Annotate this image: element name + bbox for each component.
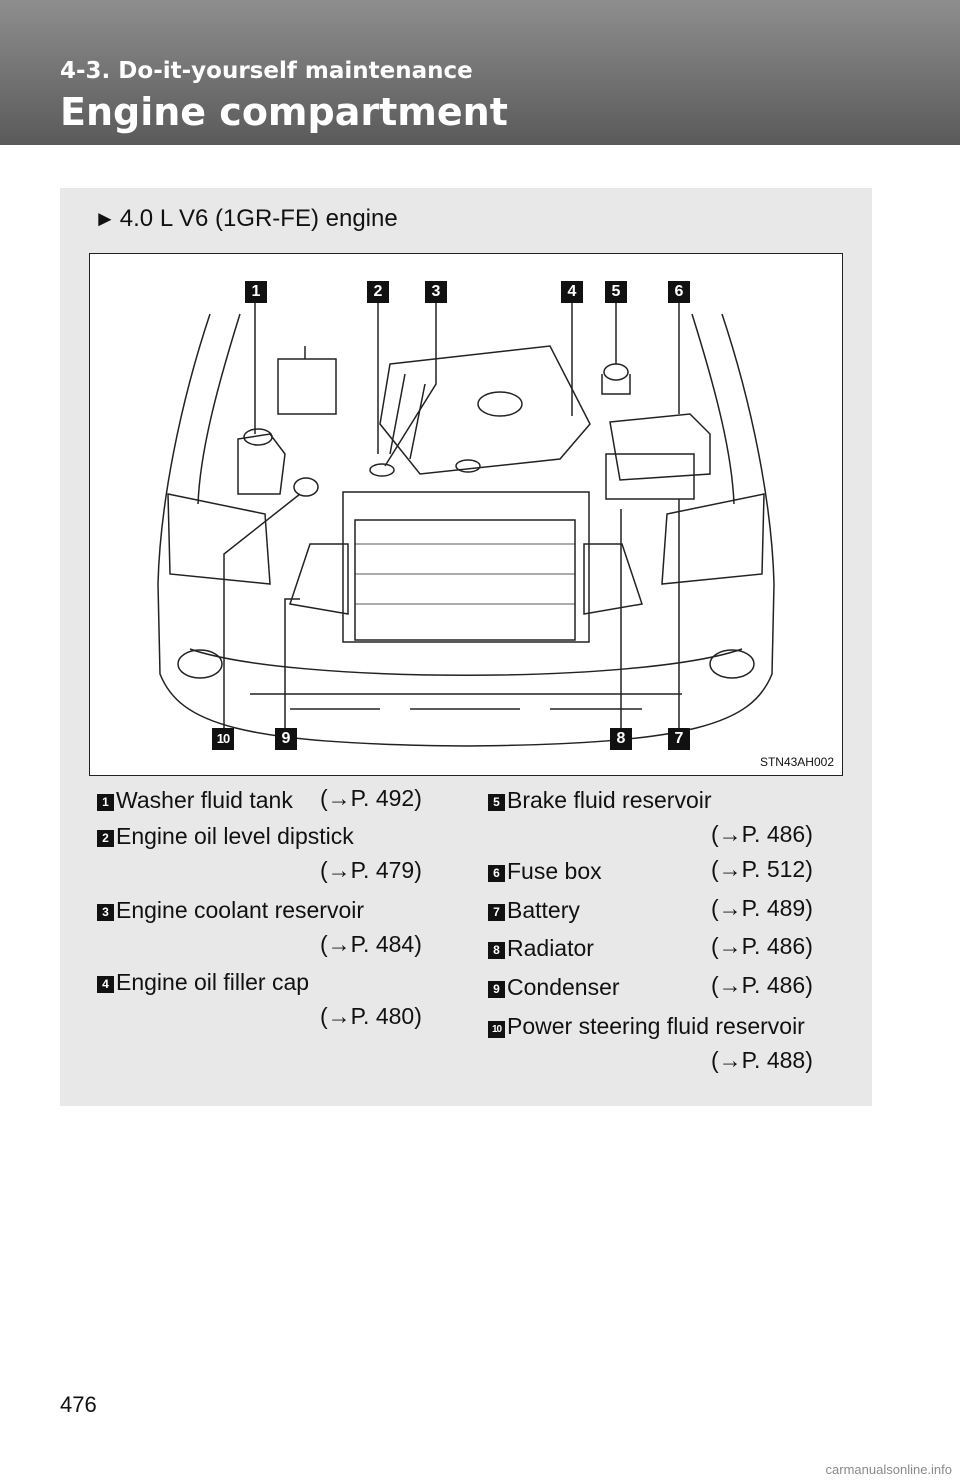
page-title: Engine compartment (60, 90, 508, 134)
callout-8: 8 (610, 728, 632, 750)
legend-number: 5 (488, 794, 505, 811)
legend-label: Engine oil filler cap (116, 969, 310, 995)
section-label: 4-3. Do-it-yourself maintenance (60, 58, 473, 84)
legend-ref-3: (→P. 484) (320, 931, 422, 957)
legend-label: Power steering fluid reservoir (507, 1013, 805, 1039)
callout-7: 7 (668, 728, 690, 750)
legend-number: 6 (488, 865, 505, 882)
callout-9: 9 (275, 728, 297, 750)
legend-label: Fuse box (507, 858, 602, 884)
legend-number: 8 (488, 942, 505, 959)
figure-code: STN43AH002 (759, 755, 834, 769)
legend-number: 4 (97, 976, 114, 993)
legend-label: Battery (507, 897, 580, 923)
legend-label: Washer fluid tank (116, 787, 293, 813)
callout-2: 2 (367, 281, 389, 303)
engine-illustration (157, 302, 775, 747)
legend-ref-9: (→P. 486) (711, 972, 813, 998)
legend-number: 10 (488, 1021, 505, 1038)
legend-ref-1: (→P. 492) (320, 785, 422, 811)
legend-number: 1 (97, 794, 114, 811)
legend-number: 2 (97, 830, 114, 847)
callout-6: 6 (668, 281, 690, 303)
engine-diagram: 1 2 3 4 5 6 7 8 9 10 STN43AH002 (89, 253, 843, 776)
legend-ref-2: (→P. 479) (320, 857, 422, 883)
legend-label: Engine oil level dipstick (116, 823, 354, 849)
legend-ref-7: (→P. 489) (711, 895, 813, 921)
legend-ref-4: (→P. 480) (320, 1003, 422, 1029)
page-number: 476 (60, 1392, 97, 1417)
legend-number: 3 (97, 904, 114, 921)
legend-ref-8: (→P. 486) (711, 933, 813, 959)
callout-5: 5 (605, 281, 627, 303)
engine-heading-text: 4.0 L V6 (1GR-FE) engine (119, 205, 398, 232)
callout-10: 10 (212, 728, 234, 750)
callout-1: 1 (245, 281, 267, 303)
legend-label: Radiator (507, 935, 594, 961)
triangle-bullet-icon: ► (94, 206, 116, 231)
legend-ref-10: (→P. 488) (711, 1047, 813, 1073)
header-band (0, 0, 960, 145)
legend-ref-6: (→P. 512) (711, 856, 813, 882)
engine-heading: ►4.0 L V6 (1GR-FE) engine (94, 205, 398, 233)
watermark: carmanualsonline.info (825, 1462, 952, 1477)
callout-3: 3 (425, 281, 447, 303)
legend-number: 7 (488, 904, 505, 921)
callout-4: 4 (561, 281, 583, 303)
legend-label: Condenser (507, 974, 620, 1000)
legend-number: 9 (488, 981, 505, 998)
legend-label: Engine coolant reservoir (116, 897, 365, 923)
legend-label: Brake fluid reservoir (507, 787, 712, 813)
legend-ref-5: (→P. 486) (711, 821, 813, 847)
